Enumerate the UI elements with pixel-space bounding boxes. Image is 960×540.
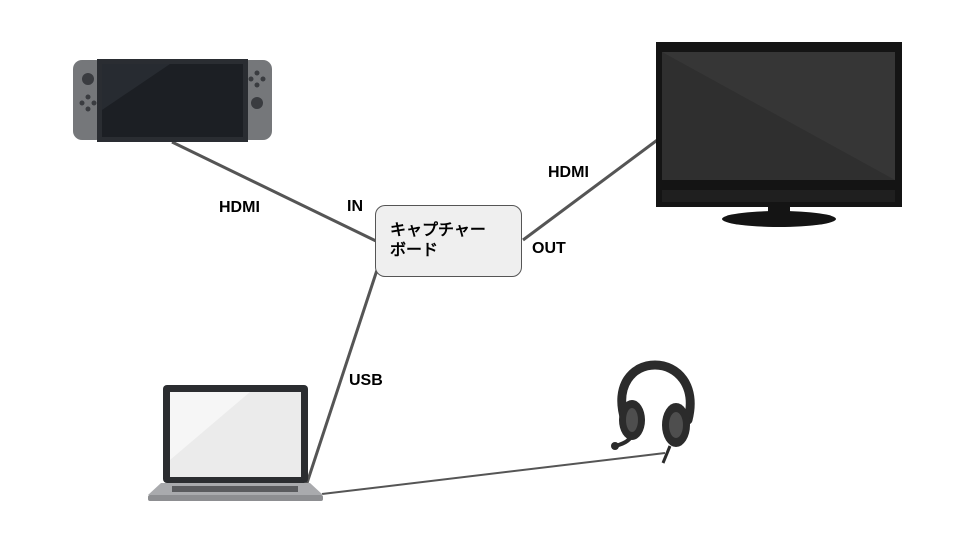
laptop-icon [148,385,323,501]
capture-board-box: キャプチャー ボード [375,205,522,277]
usb-label: USB [349,372,383,389]
television-icon [656,42,902,227]
headset-cable [321,452,666,495]
hdmi-out-cable [522,136,661,242]
capture-board-label-line1: キャプチャー [390,220,486,239]
in-port-label: IN [347,198,363,215]
usb-cable [304,269,379,487]
hdmi-in-cable [171,140,377,243]
hdmi-out-label: HDMI [548,164,589,181]
game-console-icon [73,59,272,142]
hdmi-in-label: HDMI [219,199,260,216]
out-port-label: OUT [532,240,566,257]
capture-board-label-line2: ボード [390,240,439,259]
headset-icon [611,360,695,464]
